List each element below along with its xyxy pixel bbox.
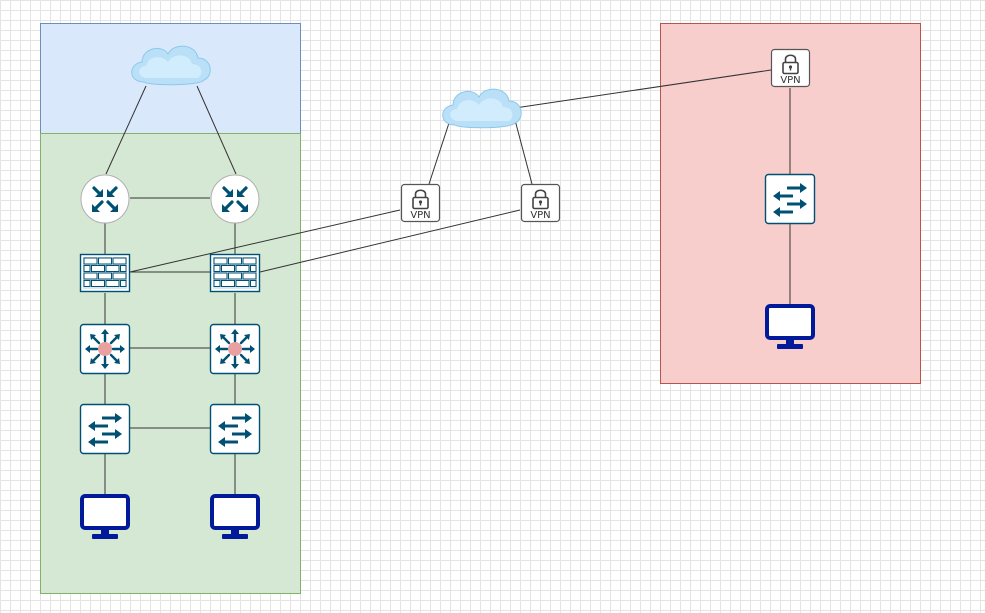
firewall-left-icon[interactable] [79,253,131,293]
link-firewall-vpn-right[interactable] [259,209,521,273]
core-switch-right-icon[interactable] [209,323,261,375]
link-cloud-vpn-right[interactable] [514,119,533,185]
vpn-label: VPN [410,210,430,221]
router-left-icon[interactable] [79,173,131,225]
link-firewall-vpn-left[interactable] [129,209,401,273]
core-switch-left-icon[interactable] [79,323,131,375]
firewall-right-icon[interactable] [209,253,261,293]
link-cloud-vpn-remote[interactable] [514,69,772,109]
wan-cloud-icon[interactable] [442,88,522,129]
link-cloud-vpn-left[interactable] [428,122,450,185]
switch-right-icon[interactable] [209,403,261,455]
switch-remote-icon[interactable] [764,173,816,225]
vpn-gateway-remote[interactable]: VPN [770,48,811,88]
vpn-gateway-left[interactable]: VPN [400,183,441,223]
router-right-icon[interactable] [209,173,261,225]
vpn-label: VPN [530,210,550,221]
link-cloud-router-right[interactable] [196,85,237,175]
switch-left-icon[interactable] [79,403,131,455]
links [104,69,791,494]
vpn-label: VPN [780,75,800,86]
lan-zone[interactable] [40,133,301,594]
link-cloud-router-left[interactable] [105,85,147,175]
vpn-gateway-right[interactable]: VPN [520,183,561,223]
